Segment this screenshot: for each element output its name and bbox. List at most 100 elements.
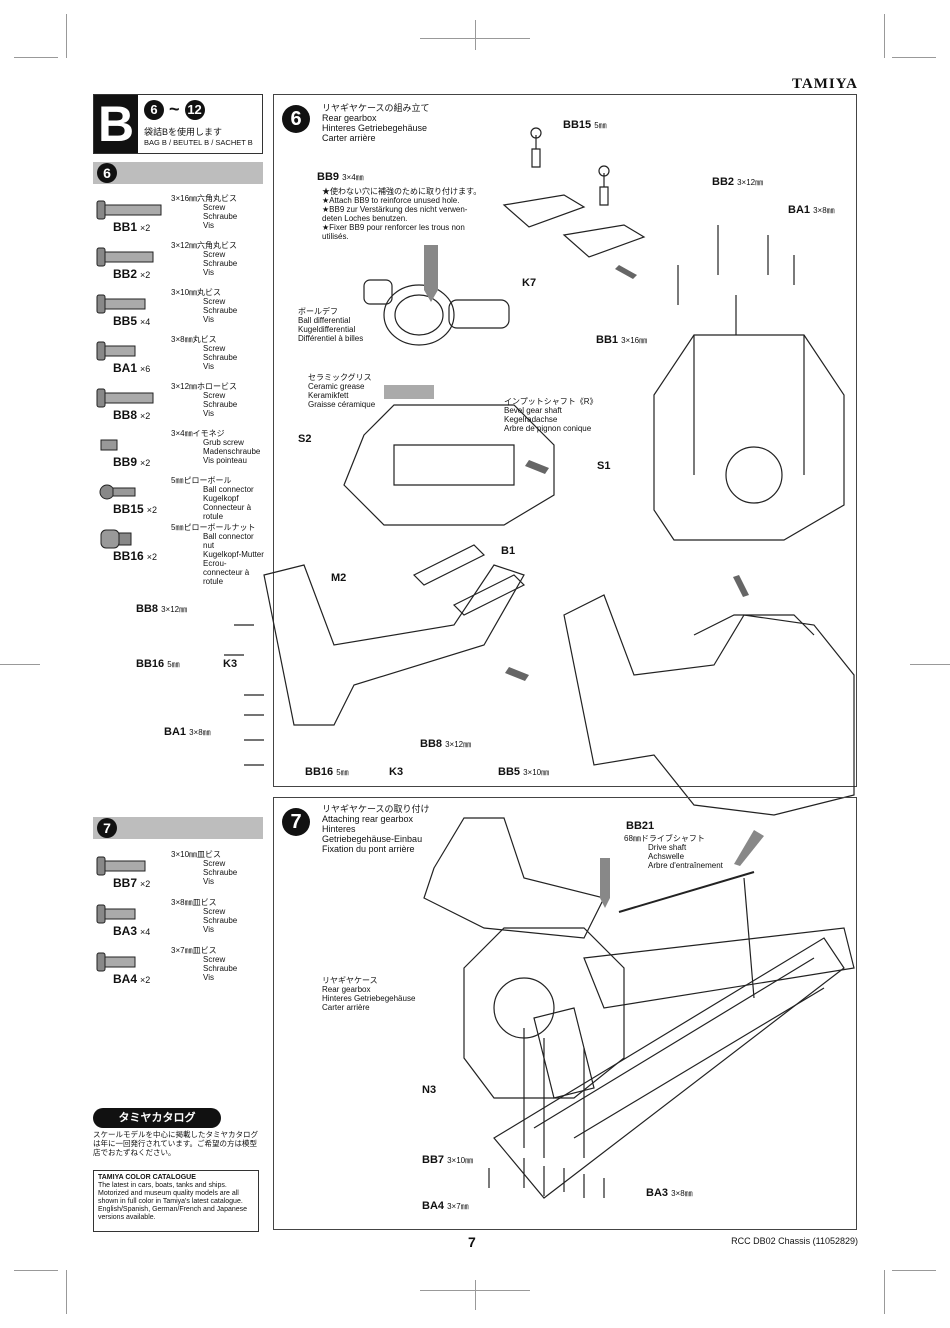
step-badge: 7	[97, 818, 117, 838]
part-size: 5㎜	[167, 660, 180, 669]
label-line: Keramikfett	[308, 391, 349, 400]
ba1-label: BA1 3×8㎜	[788, 204, 835, 216]
n3-plate-drawing	[533, 1007, 595, 1099]
crop-mark	[884, 1270, 885, 1314]
part-picture	[95, 854, 165, 878]
k3a-label: K3	[223, 658, 238, 670]
crop-mark	[14, 1270, 58, 1271]
step7-panel: 7 リヤギヤケースの取り付け Attaching rear gearbox Hi…	[273, 797, 857, 1230]
chassis-drawing	[493, 937, 845, 1199]
part-desc-jp: 3×8㎜丸ビス	[171, 335, 217, 344]
part-code: BB8×2	[113, 408, 150, 422]
step-range-separator: ~	[169, 99, 180, 119]
arrow-icon	[733, 575, 749, 597]
screw-icon	[96, 904, 136, 924]
step6-title-jp: リヤギヤケースの組み立て	[322, 103, 430, 113]
k3b-label: K3	[389, 766, 404, 778]
part-desc-de: Schraube	[203, 964, 238, 973]
rear-gearbox-label: リヤギヤケース Rear gearbox Hinteres Getriebege…	[322, 976, 415, 1012]
label-line: 68㎜ドライブシャフト	[624, 834, 705, 843]
crop-mark	[420, 1290, 530, 1291]
part-desc-en: Screw	[203, 907, 226, 916]
label-line: Drive shaft	[648, 843, 687, 852]
catalog-box: TAMIYA COLOR CATALOGUE The latest in car…	[93, 1170, 259, 1232]
crop-mark	[910, 664, 950, 665]
note-line: deten Loches benutzen.	[322, 214, 408, 223]
part-code: BA1×6	[113, 361, 150, 375]
part-desc-en: Screw	[203, 859, 226, 868]
screw-icon	[100, 439, 118, 451]
grease-applicator-icon	[600, 858, 610, 908]
part-desc-jp: 3×7㎜皿ビス	[171, 946, 217, 955]
part-code: BB1	[596, 334, 619, 346]
part-desc-de: Schraube	[203, 306, 238, 315]
step7-title-jp: リヤギヤケースの取り付け	[322, 804, 430, 814]
part-desc-en: Screw	[203, 203, 226, 212]
part-code-text: BA1	[113, 361, 138, 375]
screw-drawing	[488, 1158, 605, 1198]
part-qty: ×2	[140, 975, 151, 985]
part-desc-en: Screw	[203, 297, 226, 306]
note-line: ★Attach BB9 to reinforce unused hole.	[322, 196, 460, 205]
bb21-label: BB21	[626, 820, 655, 832]
crop-mark	[884, 14, 885, 58]
step-badge: 6	[97, 163, 117, 183]
input-shaft-label: インプットシャフト《R》 Bevel gear shaft Kegelradac…	[504, 397, 598, 433]
part-qty: ×4	[140, 927, 151, 937]
part-picture	[95, 386, 165, 410]
part-desc-en: Screw	[203, 391, 226, 400]
crop-mark	[892, 1270, 936, 1271]
part-code: BB7	[422, 1154, 445, 1166]
part-desc-jp: 5㎜ピローボール	[171, 476, 232, 485]
part-desc-en: Grub screw	[203, 438, 244, 447]
brand-logo: TAMIYA	[791, 76, 858, 92]
bb9-size: 3×4㎜	[342, 173, 364, 182]
ba4-label: BA4 3×7㎜	[422, 1200, 469, 1212]
part-code: BB16	[136, 658, 165, 670]
note-line: ★使わない穴に補強のために取り付けます。	[322, 187, 482, 196]
part-code-text: BB2	[113, 267, 138, 281]
part-code: BA4	[422, 1200, 445, 1212]
part-code-text: BB15	[113, 502, 144, 516]
step7-title-de: Hinteres	[322, 824, 356, 834]
part-size: 3×12㎜	[161, 605, 188, 614]
label-line: Graisse céramique	[308, 400, 376, 409]
part-code: BB2	[712, 176, 735, 188]
step7-title-de2: Getriebegehäuse-Einbau	[322, 834, 423, 844]
step6-title: リヤギヤケースの組み立て Rear gearbox Hinteres Getri…	[322, 103, 430, 143]
note-line: ★Fixer BB9 pour renforcer les trous non	[322, 223, 465, 232]
screw-icon	[96, 952, 136, 972]
label-line: Hinteres Getriebegehäuse	[322, 994, 416, 1003]
catalog-body: The latest in cars, boats, tanks and shi…	[98, 1182, 248, 1221]
part-desc-fr: Vis	[203, 409, 214, 418]
s1-label: S1	[597, 460, 611, 472]
step7-illustration	[423, 817, 855, 1199]
label-line: リヤギヤケース	[322, 976, 378, 985]
catalog-heading: タミヤカタログ	[93, 1108, 221, 1128]
s2-label: S2	[298, 433, 312, 445]
grease-label: セラミックグリス Ceramic grease Keramikfett Grai…	[308, 373, 375, 409]
step7-title-en: Attaching rear gearbox	[322, 814, 414, 824]
label-line: Arbre de pignon conique	[504, 424, 592, 433]
k7-label: K7	[522, 277, 537, 289]
part-picture	[95, 292, 165, 316]
bb9-label: BB9 3×4㎜	[317, 171, 364, 183]
m2-label: M2	[331, 572, 347, 584]
part-desc-fr: Vis	[203, 973, 214, 982]
label-line: Carter arrière	[322, 1003, 370, 1012]
part-desc-de: Kugelkopf	[203, 494, 239, 503]
part-desc-en: Ball connector nut	[203, 532, 254, 550]
part-desc-fr: Connecteur à rotule	[203, 503, 252, 521]
part-code: BB5×4	[113, 314, 150, 328]
part-desc-de: Madenschraube	[203, 447, 261, 456]
